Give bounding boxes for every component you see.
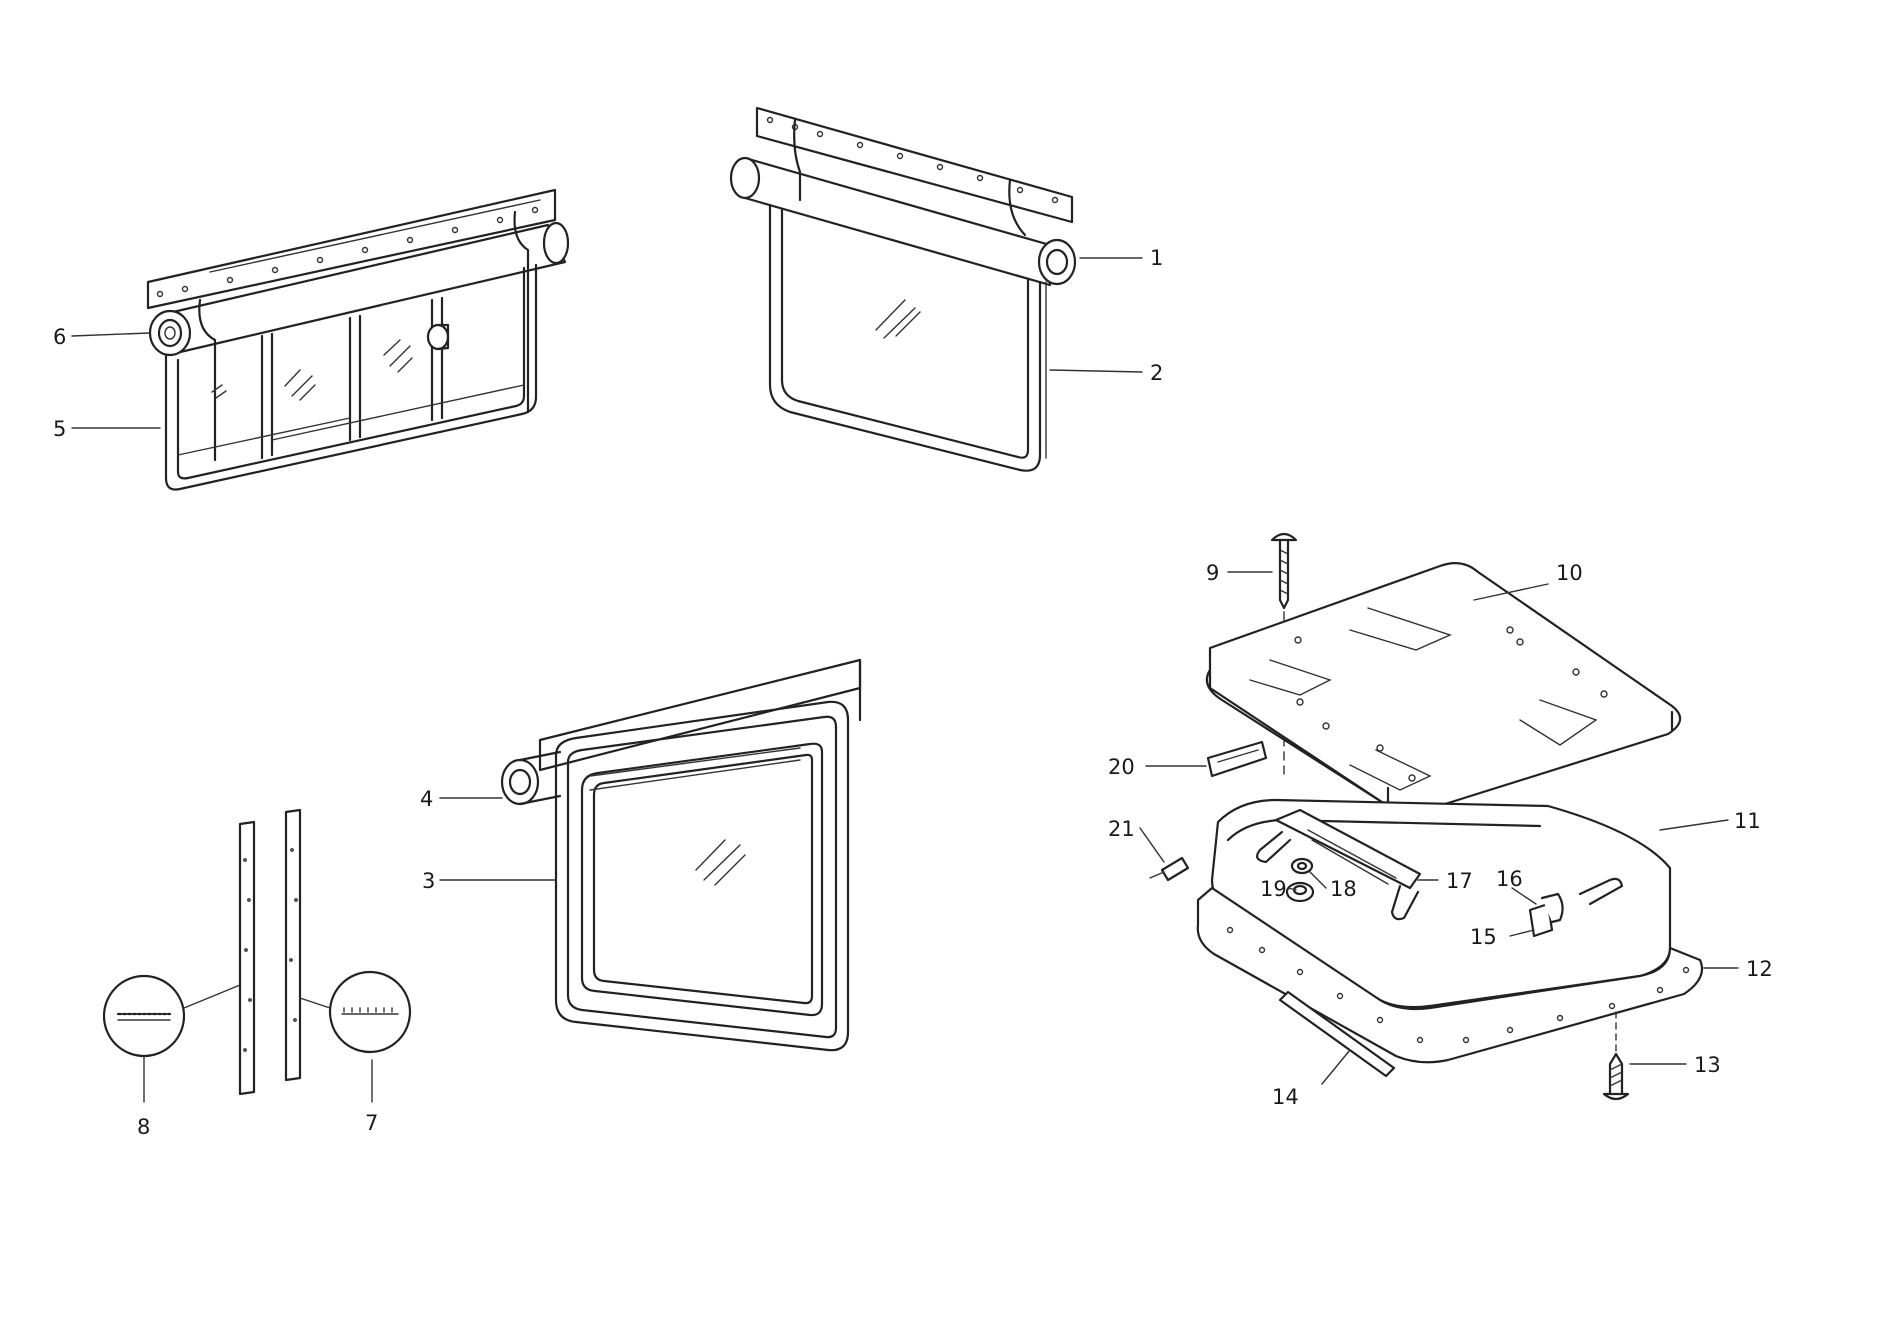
framed-window-assembly (500, 658, 862, 1052)
callout-16: 16 (1496, 867, 1523, 891)
callout-19: 19 (1260, 877, 1287, 901)
callout-9: 9 (1206, 561, 1219, 585)
callout-labels: 1 2 3 4 5 6 7 8 9 10 11 12 13 14 15 16 1… (53, 246, 1773, 1139)
callout-10: 10 (1556, 561, 1583, 585)
callout-3: 3 (422, 869, 435, 893)
callout-15: 15 (1470, 925, 1497, 949)
callout-11: 11 (1734, 809, 1761, 833)
callout-4: 4 (420, 787, 433, 811)
callout-17: 17 (1446, 869, 1473, 893)
seal-strips (102, 808, 412, 1096)
callout-1: 1 (1150, 246, 1163, 270)
callout-21: 21 (1108, 817, 1135, 841)
callout-12: 12 (1746, 957, 1773, 981)
callout-6: 6 (53, 325, 66, 349)
callout-18: 18 (1330, 877, 1357, 901)
callout-14: 14 (1272, 1085, 1299, 1109)
sliding-window-assembly (146, 188, 570, 491)
callout-7: 7 (365, 1111, 378, 1135)
callout-8: 8 (137, 1115, 150, 1139)
callout-2: 2 (1150, 361, 1163, 385)
roof-vent-assembly (1149, 532, 1704, 1101)
leader-lines (71, 257, 1739, 1103)
callout-20: 20 (1108, 755, 1135, 779)
callout-13: 13 (1694, 1053, 1721, 1077)
callout-5: 5 (53, 417, 66, 441)
roller-blind-assembly (729, 106, 1077, 472)
